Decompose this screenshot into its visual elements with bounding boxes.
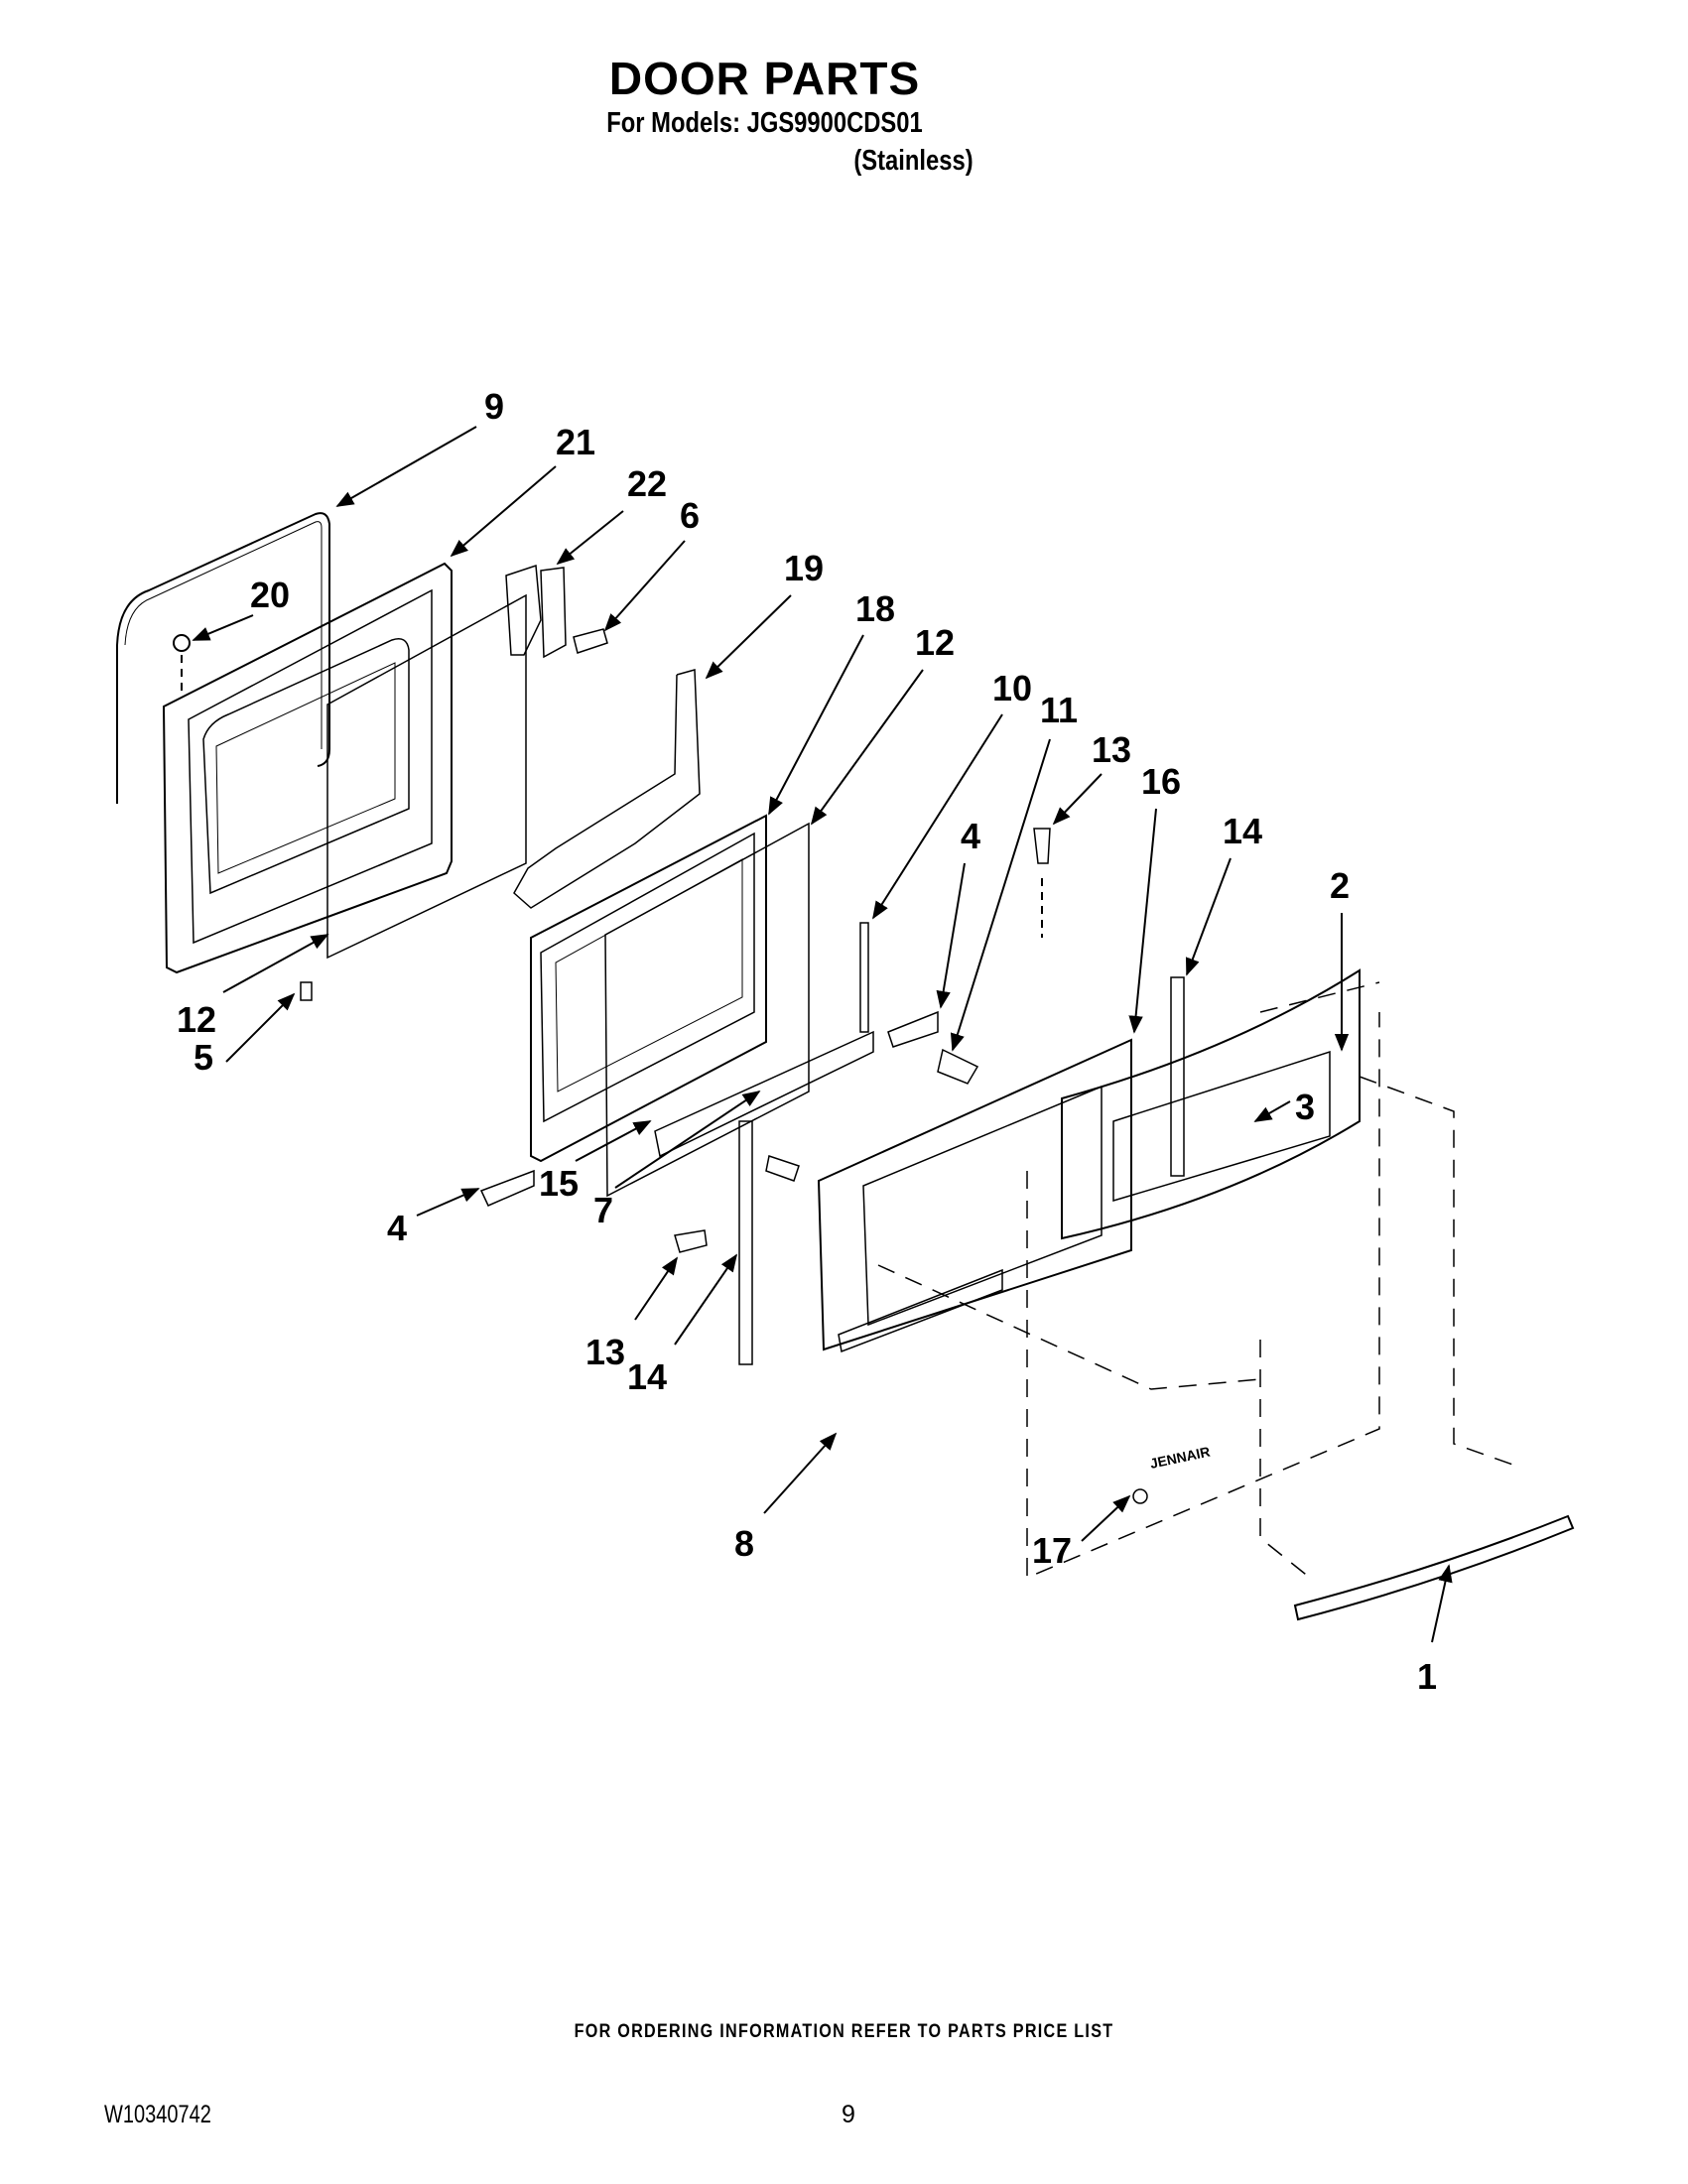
part-21-inner-door [162, 562, 453, 974]
part-19-insulation [513, 669, 701, 909]
part-2-outer-panel [1061, 968, 1361, 1240]
part-7-screw [765, 1155, 800, 1182]
page-title: DOOR PARTS [608, 53, 921, 104]
models-line: For Models: JGS9900CDS01 [606, 107, 923, 139]
callout-16: 16 [1141, 761, 1181, 802]
part-20-bumper [173, 634, 191, 652]
finish-label: (Stainless) [853, 145, 974, 177]
callout-15: 15 [539, 1163, 579, 1204]
callout-18: 18 [855, 588, 895, 629]
part-22-hinge [505, 564, 542, 656]
callout-13b: 13 [585, 1332, 625, 1372]
part-14-trim-left [738, 1120, 753, 1365]
callout-5: 5 [194, 1037, 213, 1078]
part-10-strip [859, 922, 869, 1033]
part-12-glass-left [326, 593, 527, 960]
callout-7: 7 [593, 1190, 613, 1230]
callout-13a: 13 [1092, 729, 1131, 770]
callout-9: 9 [484, 386, 504, 427]
callout-14a: 14 [1223, 811, 1262, 851]
callout-11: 11 [1040, 690, 1078, 730]
part-16-outer-door [817, 1038, 1132, 1351]
callout-21: 21 [556, 422, 595, 462]
callout-10: 10 [992, 668, 1032, 708]
callout-2: 2 [1330, 865, 1350, 906]
document-number: W10340742 [104, 2101, 211, 2128]
part-18-frame [530, 814, 767, 1163]
part-11-screw [937, 1048, 979, 1085]
callout-19: 19 [784, 548, 824, 588]
ordering-note: FOR ORDERING INFORMATION REFER TO PARTS … [574, 2021, 1114, 2042]
part-4-bracket-left [479, 1169, 535, 1207]
part-6-screw [573, 628, 608, 654]
callout-1: 1 [1417, 1656, 1437, 1697]
part-13-screw-bottom [674, 1229, 708, 1253]
part-15-deflector [654, 1030, 874, 1158]
callout-8: 8 [734, 1523, 754, 1564]
jennair-logo: JENNAIR [1148, 1444, 1211, 1472]
part-14-trim-right [1170, 976, 1185, 1177]
callout-14b: 14 [627, 1356, 667, 1397]
callout-12a: 12 [915, 622, 955, 663]
part-13-screw-top [1033, 828, 1051, 864]
part-12-glass-right [604, 822, 810, 1198]
callout-22: 22 [627, 463, 667, 504]
part-8-bottom-trim [838, 1268, 1003, 1353]
part-5-clip [300, 981, 313, 1001]
part-4-bracket-right [887, 1010, 939, 1048]
callout-20: 20 [250, 575, 290, 615]
callout-6: 6 [680, 495, 700, 536]
callout-17: 17 [1032, 1530, 1072, 1571]
part-1-handle [1293, 1514, 1575, 1621]
callout-4a: 4 [961, 816, 980, 856]
callout-4b: 4 [387, 1208, 407, 1248]
part-drawings: JENNAIR [116, 512, 1575, 1621]
page-number: 9 [842, 2101, 855, 2128]
callout-labels: 9 21 22 6 20 19 18 12 10 11 13 16 4 14 2… [177, 386, 1437, 1697]
callout-3: 3 [1295, 1087, 1315, 1127]
callout-12b: 12 [177, 999, 216, 1040]
part-9-gasket [116, 512, 330, 767]
part-17-badge [1132, 1488, 1148, 1504]
leader-arrows [192, 426, 1453, 1643]
